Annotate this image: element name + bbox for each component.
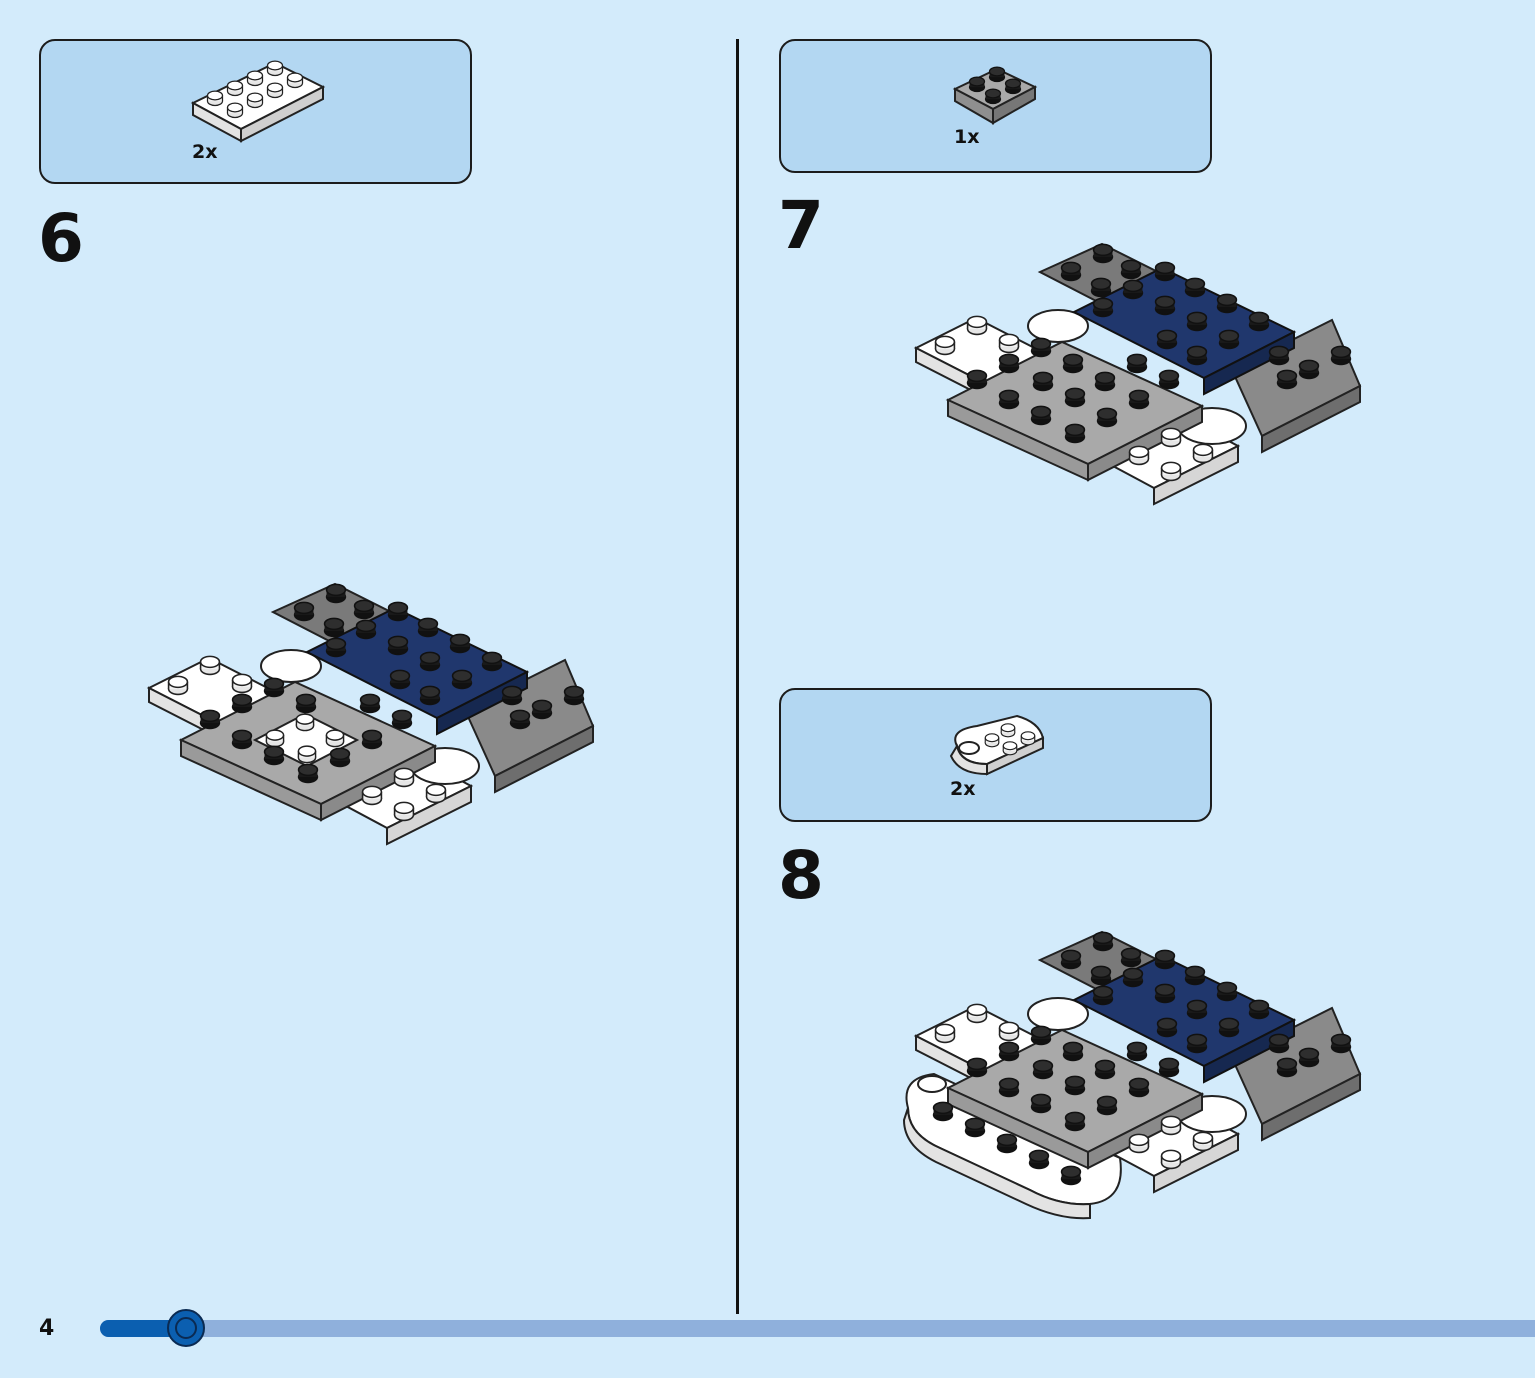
progress-track [100, 1320, 1535, 1337]
part-quantity: 1x [954, 126, 980, 148]
step-number-6: 6 [38, 200, 84, 277]
part-quantity: 2x [192, 141, 218, 163]
step-8-parts-box: 2x [779, 688, 1212, 822]
part-white-rounded-plate [949, 714, 1045, 776]
step-8-model-illustration [902, 930, 1362, 1220]
step-6-model-illustration [146, 582, 595, 846]
part-gray-plate-2x2 [952, 66, 1038, 125]
progress-fill [100, 1320, 187, 1337]
step-7-model-illustration [913, 242, 1362, 506]
step-6-parts-box: 2x [39, 39, 472, 184]
column-divider [736, 39, 739, 1314]
step-number-7: 7 [778, 187, 824, 264]
step-number-8: 8 [778, 837, 824, 914]
page-number: 4 [39, 1316, 55, 1341]
progress-knob [167, 1309, 206, 1347]
part-quantity: 2x [950, 778, 976, 800]
step-7-parts-box: 1x [779, 39, 1212, 173]
part-white-plate-2x4 [190, 60, 326, 143]
